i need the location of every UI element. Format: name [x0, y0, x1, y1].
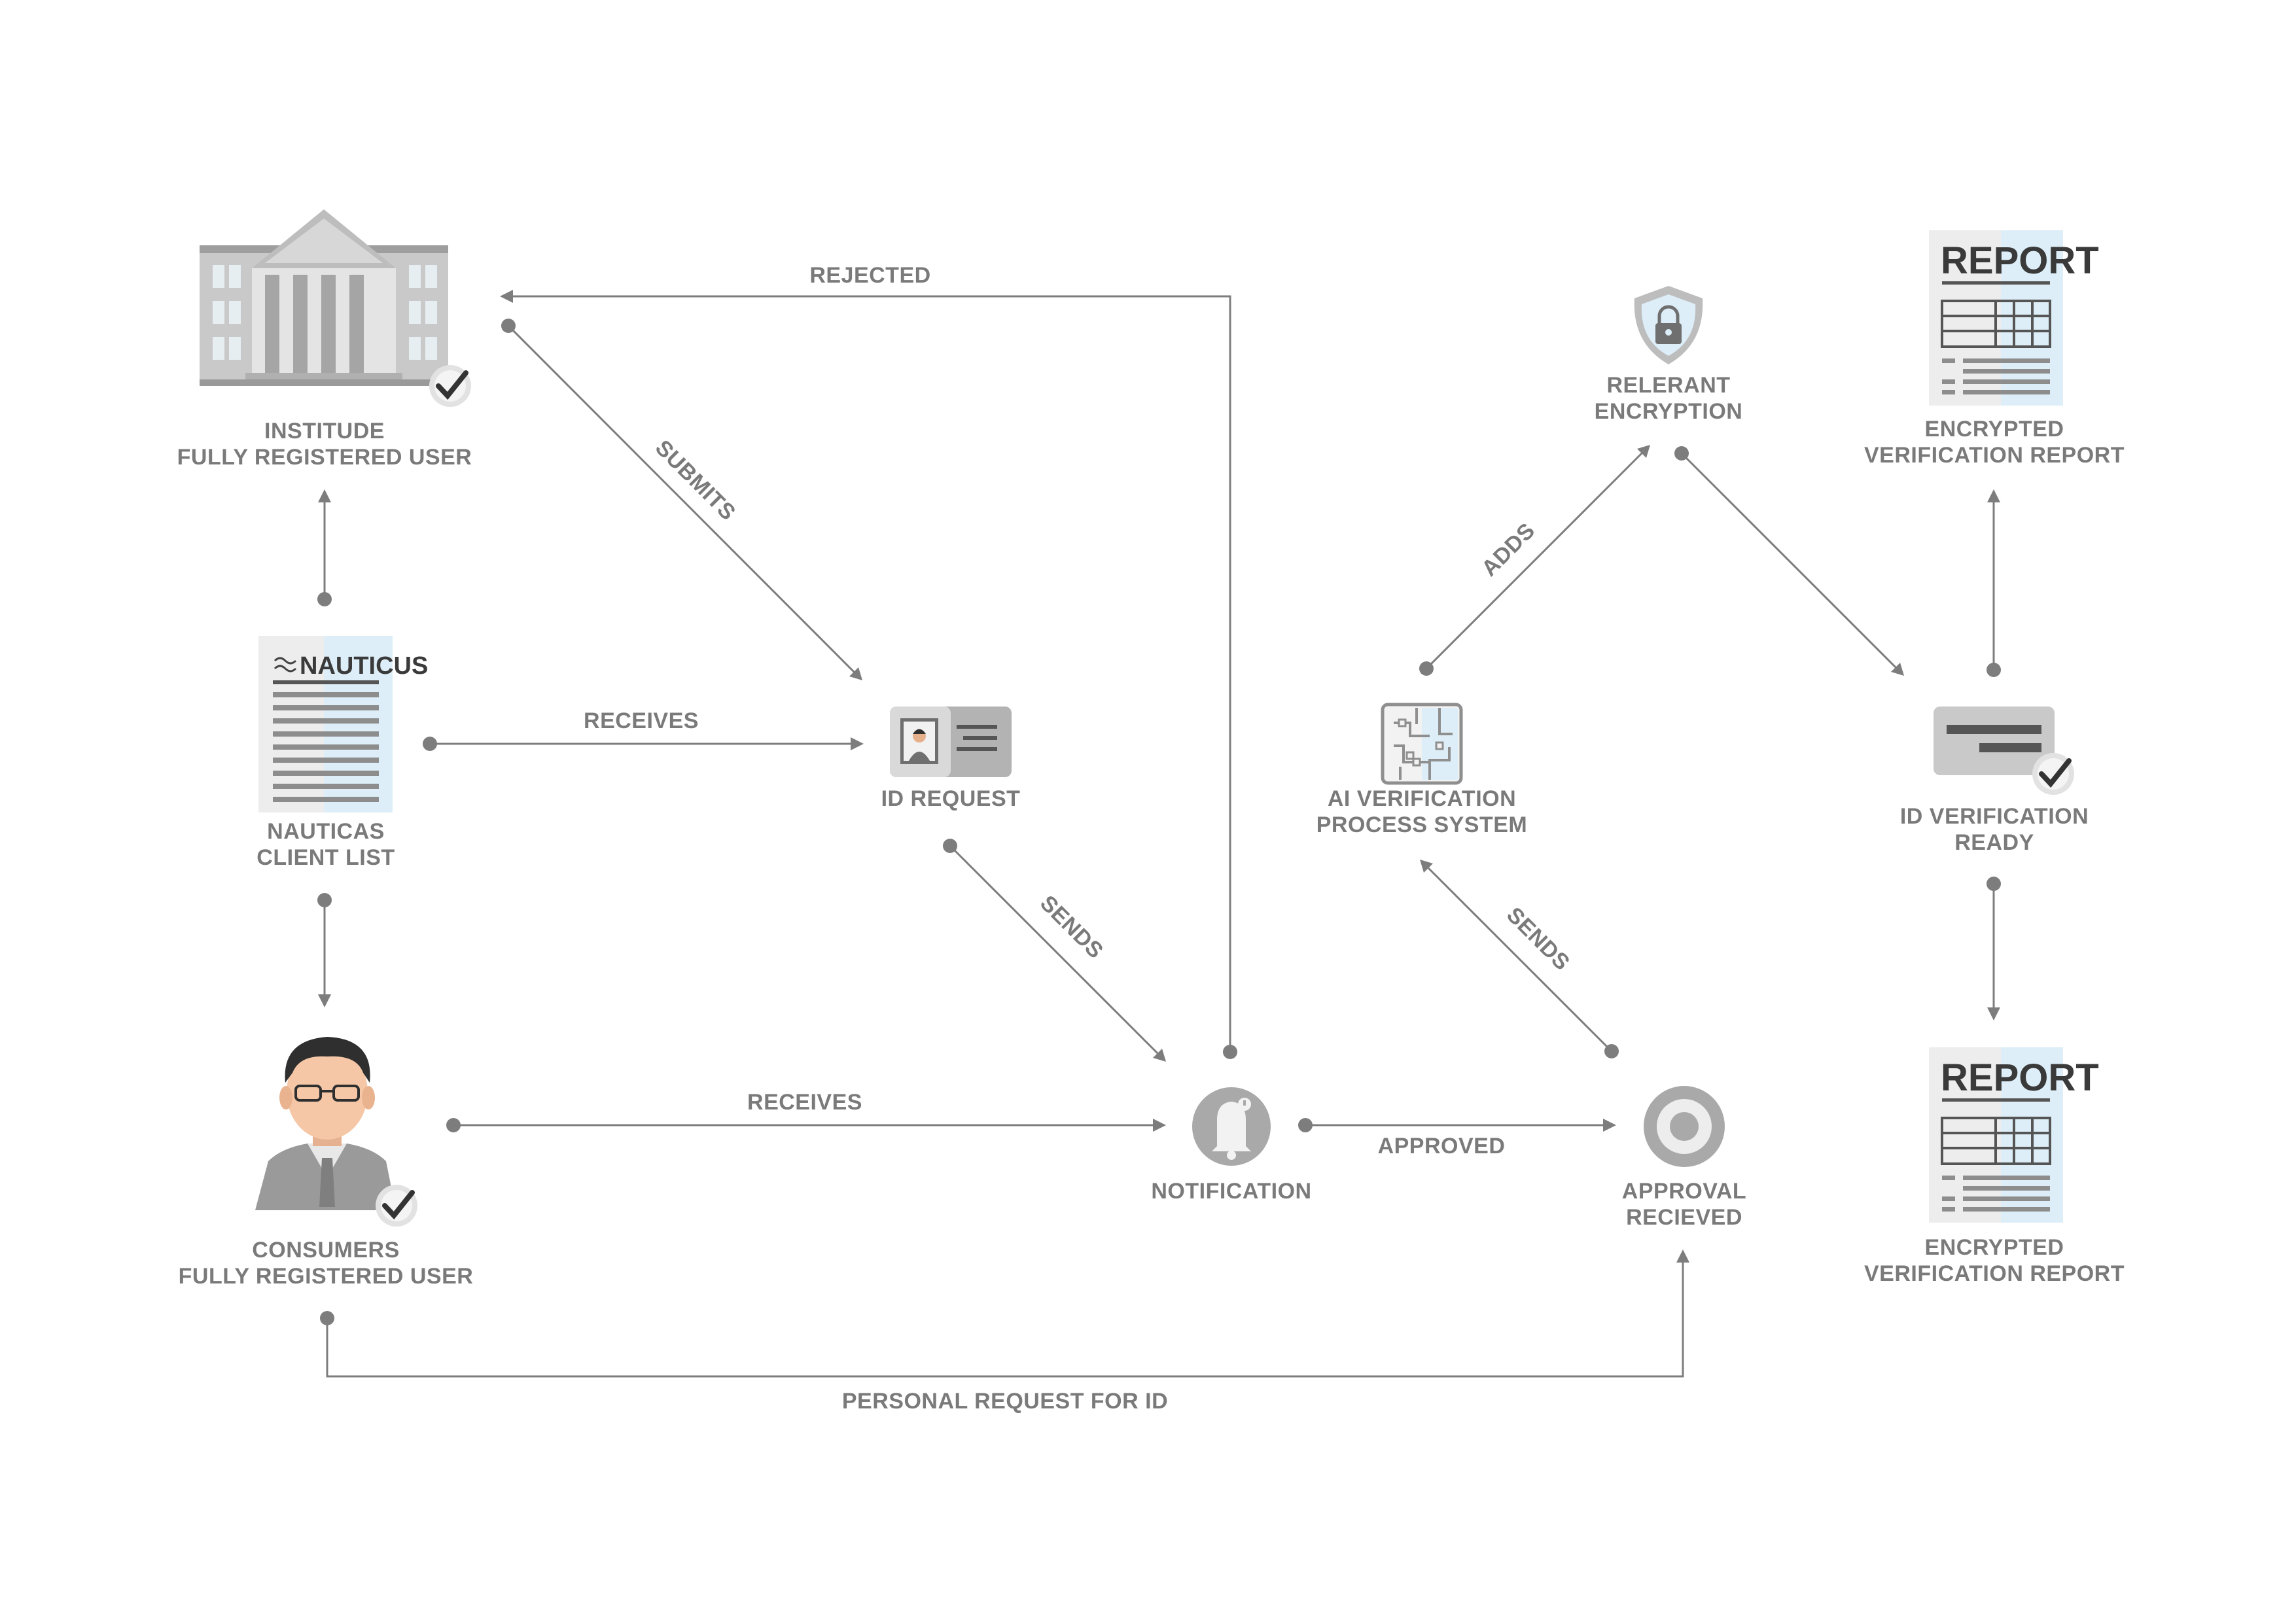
id-ready-title: ID VERIFICATION	[1900, 804, 2089, 829]
report-bottom-subtitle: VERIFICATION REPORT	[1864, 1261, 2125, 1286]
label-rejected: REJECTED	[809, 263, 930, 288]
edge-approved	[1298, 1118, 1616, 1132]
node-encryption: RELERANT ENCRYPTION	[1595, 286, 1743, 424]
edge-receives-list	[423, 737, 864, 751]
document-icon: NAUTICUS	[258, 636, 428, 812]
report-top-subtitle: VERIFICATION REPORT	[1864, 443, 2125, 468]
label-adds: ADDS	[1477, 518, 1540, 581]
consumers-title: CONSUMERS	[252, 1238, 400, 1263]
report-document-icon: REPORT	[1929, 1047, 2099, 1223]
id-ready-check-badge-icon	[2032, 753, 2074, 795]
ai-system-subtitle: PROCESS SYSTEM	[1316, 812, 1528, 837]
node-client-list: NAUTICUS NAUTICAS CLIENT LIST	[256, 636, 428, 870]
edge-ready-report-bottom	[1987, 877, 2001, 1021]
node-ai-system: AI VERIFICATION PROCESS SYSTEM	[1316, 703, 1528, 837]
institute-title: INSTITUDE	[264, 419, 385, 444]
label-personal-request: PERSONAL REQUEST FOR ID	[842, 1389, 1168, 1414]
encryption-title: RELERANT	[1606, 373, 1730, 398]
id-ready-subtitle: READY	[1954, 830, 2034, 855]
notification-title: NOTIFICATION	[1151, 1179, 1311, 1204]
report-top-doc-title: REPORT	[1941, 239, 2099, 282]
approval-subtitle: RECIEVED	[1626, 1205, 1742, 1230]
institute-building-icon	[200, 209, 448, 386]
edge-submits	[501, 319, 862, 680]
label-sends-request: SENDS	[1035, 890, 1108, 963]
institute-subtitle: FULLY REGISTERED USER	[177, 445, 472, 470]
node-id-ready: ID VERIFICATION READY	[1900, 707, 2089, 855]
edge-institute-client	[317, 489, 332, 606]
client-list-title: NAUTICAS	[267, 819, 385, 844]
id-request-title: ID REQUEST	[881, 786, 1021, 811]
node-id-request: ID REQUEST	[881, 707, 1021, 811]
report-top-title: ENCRYPTED	[1925, 417, 2064, 442]
edge-ready-report-top	[1987, 489, 2001, 677]
client-list-subtitle: CLIENT LIST	[256, 845, 395, 870]
encryption-subtitle: ENCRYPTION	[1595, 399, 1743, 424]
circuit-chip-icon	[1381, 703, 1463, 785]
node-institute: INSTITUDE FULLY REGISTERED USER	[177, 209, 472, 470]
edge-client-consumer	[317, 893, 332, 1007]
connectors	[317, 290, 2001, 1378]
client-list-logo: NAUTICUS	[300, 652, 428, 680]
target-badge-icon	[1644, 1086, 1725, 1167]
approval-title: APPROVAL	[1622, 1179, 1746, 1204]
edge-adds	[1419, 445, 1650, 676]
report-bottom-title: ENCRYPTED	[1925, 1235, 2064, 1260]
report-bottom-doc-title: REPORT	[1941, 1056, 2099, 1099]
label-receives-consumer: RECEIVES	[747, 1090, 862, 1115]
edge-personal-request	[320, 1249, 1689, 1378]
bell-icon	[1192, 1087, 1271, 1166]
ai-system-title: AI VERIFICATION	[1328, 786, 1516, 811]
consumer-check-badge-icon	[376, 1185, 417, 1227]
node-report-top: REPORT ENCRYPTED VERIFICATION REPORT	[1864, 230, 2125, 468]
card-ready-icon	[1934, 707, 2055, 775]
institute-check-badge-icon	[429, 365, 471, 407]
person-avatar-icon	[255, 1037, 396, 1210]
label-approved: APPROVED	[1378, 1134, 1506, 1159]
node-consumers: CONSUMERS FULLY REGISTERED USER	[179, 1037, 474, 1289]
edge-rejected	[500, 290, 1237, 1059]
node-report-bottom: REPORT ENCRYPTED VERIFICATION REPORT	[1864, 1047, 2125, 1286]
edge-encryption-ready	[1674, 446, 1904, 676]
label-receives-list: RECEIVES	[584, 708, 699, 733]
node-approval: APPROVAL RECIEVED	[1622, 1086, 1746, 1230]
edge-receives-consumer	[446, 1118, 1166, 1132]
edge-sends-request	[943, 839, 1166, 1062]
id-card-icon	[890, 707, 1012, 777]
edge-sends-approval	[1420, 860, 1619, 1058]
consumers-subtitle: FULLY REGISTERED USER	[179, 1264, 474, 1289]
edge-labels: REJECTED SUBMITS RECEIVES SENDS RECEIVES…	[584, 263, 1574, 1414]
node-notification: NOTIFICATION	[1151, 1087, 1311, 1204]
shield-lock-icon	[1634, 286, 1703, 364]
label-sends-approval: SENDS	[1502, 902, 1574, 975]
report-document-icon: REPORT	[1929, 230, 2099, 406]
